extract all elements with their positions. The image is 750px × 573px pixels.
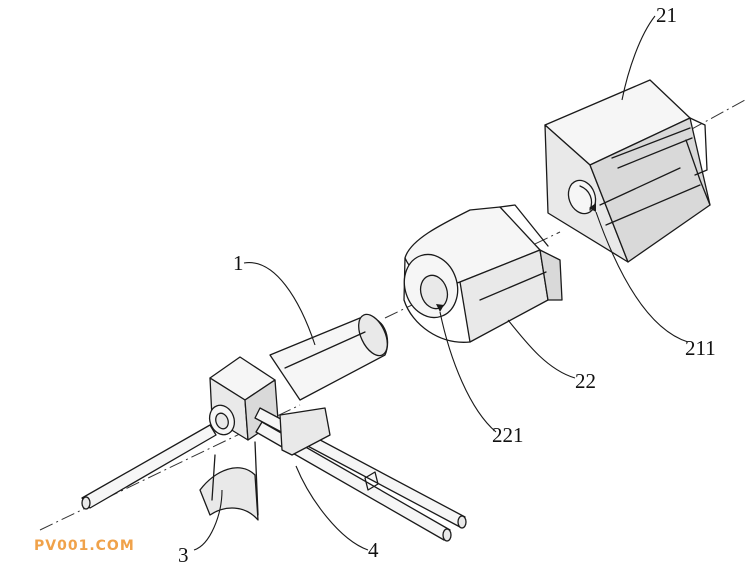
label-part-221: 221 <box>492 423 524 447</box>
leader-21 <box>621 15 656 101</box>
leader-211 <box>595 211 689 343</box>
label-part-4: 4 <box>368 538 379 562</box>
arrowhead-211 <box>589 203 596 212</box>
part-21-housing <box>544 79 711 263</box>
leader-lines <box>193 15 689 551</box>
leader-1 <box>243 262 316 346</box>
part-4-rods <box>81 407 467 542</box>
leader-3 <box>193 489 223 551</box>
arrowhead-221 <box>436 304 444 312</box>
leader-22 <box>507 319 576 379</box>
label-part-22: 22 <box>575 369 596 393</box>
part-3-bracket <box>199 356 279 521</box>
watermark-logo: PV001.COM <box>34 538 135 554</box>
leader-221 <box>439 311 497 433</box>
label-part-1: 1 <box>233 251 244 275</box>
part-1-cylinder <box>269 313 389 401</box>
label-part-211: 211 <box>685 336 716 360</box>
part-22-block <box>403 204 563 343</box>
label-part-21: 21 <box>656 3 677 27</box>
label-part-3: 3 <box>178 543 189 567</box>
leader-4 <box>295 465 369 551</box>
